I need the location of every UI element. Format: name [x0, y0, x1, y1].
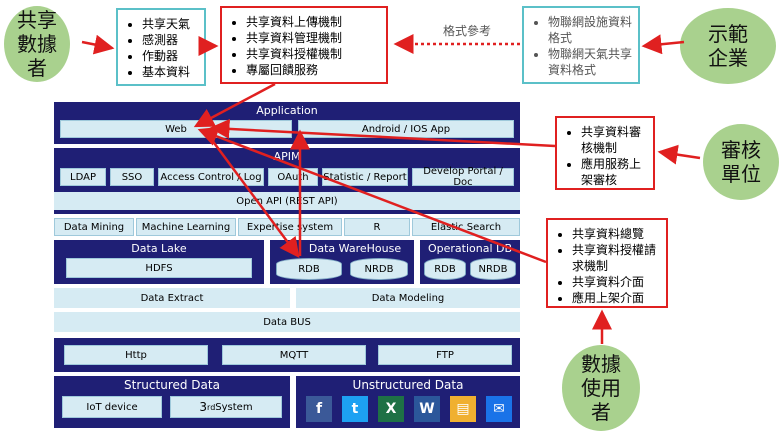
user-box: 共享資料總覽共享資料授權請求機制共享資料介面應用上架介面 — [546, 218, 668, 308]
develop-portal-chip: Develop Portal / Doc — [412, 166, 514, 188]
data-sharer-label: 共享 數據 者 — [17, 8, 57, 80]
statistic-report-chip: Statistic / Report — [322, 168, 408, 186]
third-suffix: rd — [207, 402, 216, 412]
operational-nrdb-cylinder: NRDB — [470, 258, 516, 280]
warehouse-rdb-cylinder: RDB — [276, 258, 342, 280]
data-lake-panel: Data Lake HDFS — [54, 240, 264, 284]
data-types-list: 共享天氣感測器作動器基本資料 — [126, 16, 198, 80]
data-bus-band: Data BUS — [54, 312, 520, 332]
operational-rdb-cylinder: RDB — [424, 258, 466, 280]
arrow-enterprise-to-formats — [641, 34, 685, 55]
structured-data-title: Structured Data — [124, 378, 220, 392]
data-user-label: 數據 使用 者 — [581, 352, 621, 424]
application-title: Application — [256, 104, 318, 117]
data-types-box: 共享天氣感測器作動器基本資料 — [116, 8, 206, 86]
user-list: 共享資料總覽共享資料授權請求機制共享資料介面應用上架介面 — [556, 226, 660, 306]
format-reference-label: 格式參考 — [443, 24, 492, 38]
demo-enterprise-blob: 示範 企業 — [680, 8, 776, 84]
machine-learning-chip: Machine Learning — [136, 218, 236, 236]
facebook-icon: f — [306, 396, 332, 422]
review-unit-label: 審核 單位 — [721, 138, 761, 186]
mechanism-item: 共享資料上傳機制 — [246, 14, 380, 30]
sso-chip: SSO — [110, 168, 154, 186]
word-icon: W — [414, 396, 440, 422]
review-item: 應用服務上架審核 — [581, 156, 647, 188]
data-warehouse-title: Data WareHouse — [308, 242, 402, 255]
review-item: 共享資料審核機制 — [581, 124, 647, 156]
operational-db-panel: Operational DB RDB NRDB — [420, 240, 520, 284]
expertise-system-chip: Expertise system — [238, 218, 342, 236]
mail-icon: ✉ — [486, 396, 512, 422]
formats-list: 物聯網設施資料格式物聯網天氣共享資料格式 — [532, 14, 632, 78]
user-feature-item: 共享資料介面 — [572, 274, 660, 290]
mechanism-item: 共享資料授權機制 — [246, 46, 380, 62]
open-api-band: Open API (REST API) — [54, 192, 520, 210]
warehouse-nrdb-cylinder: NRDB — [350, 258, 408, 280]
review-unit-blob: 審核 單位 — [703, 124, 779, 200]
user-feature-item: 應用上架介面 — [572, 290, 660, 306]
data-user-blob: 數據 使用 者 — [562, 345, 640, 431]
formats-box: 物聯網設施資料格式物聯網天氣共享資料格式 — [522, 6, 640, 84]
data-modeling-band: Data Modeling — [296, 288, 520, 308]
web-chip[interactable]: Web — [60, 120, 292, 138]
twitter-icon: t — [342, 396, 368, 422]
data-type-item: 共享天氣 — [142, 16, 198, 32]
mechanisms-box: 共享資料上傳機制共享資料管理機制共享資料授權機制專屬回饋服務 — [220, 6, 388, 84]
mechanisms-list: 共享資料上傳機制共享資料管理機制共享資料授權機制專屬回饋服務 — [230, 14, 380, 78]
ftp-chip: FTP — [378, 345, 512, 365]
excel-icon: X — [378, 396, 404, 422]
iot-device-chip: IoT device — [62, 396, 162, 418]
folder-icon: ▤ — [450, 396, 476, 422]
arrow-web-to-rdb — [204, 131, 300, 259]
protocols-layer: Http MQTT FTP — [54, 338, 520, 372]
third-number: 3 — [199, 400, 208, 414]
r-chip: R — [344, 218, 410, 236]
data-type-item: 基本資料 — [142, 64, 198, 80]
third-word: System — [215, 401, 253, 413]
arrow-user-to-web — [197, 126, 547, 264]
review-box: 共享資料審核機制應用服務上架審核 — [555, 116, 655, 190]
review-list: 共享資料審核機制應用服務上架審核 — [565, 124, 647, 188]
data-type-item: 作動器 — [142, 48, 198, 64]
hdfs-chip: HDFS — [66, 258, 252, 278]
mechanism-item: 共享資料管理機制 — [246, 30, 380, 46]
arrow-review-to-web — [209, 118, 556, 148]
mqtt-chip: MQTT — [222, 345, 366, 365]
apim-layer: APIM LDAP SSO Access Control / Log OAuth… — [54, 148, 520, 214]
ldap-chip: LDAP — [60, 168, 106, 186]
format-item: 物聯網天氣共享資料格式 — [548, 46, 632, 78]
data-extract-band: Data Extract — [54, 288, 290, 308]
arrow-sharer-to-types — [81, 34, 115, 55]
format-item: 物聯網設施資料格式 — [548, 14, 632, 46]
data-sharer-blob: 共享 數據 者 — [4, 6, 70, 82]
data-lake-title: Data Lake — [131, 242, 187, 255]
demo-enterprise-label: 示範 企業 — [708, 22, 748, 70]
unstructured-data-title: Unstructured Data — [352, 378, 464, 392]
data-mining-chip: Data Mining — [54, 218, 134, 236]
user-feature-item: 共享資料授權請求機制 — [572, 242, 660, 274]
arrow-mechanisms-to-web — [193, 82, 276, 128]
arrow-review-blob-to-box — [657, 144, 701, 165]
oauth-chip: OAuth — [268, 168, 318, 186]
mechanism-item: 專屬回饋服務 — [246, 62, 380, 78]
user-feature-item: 共享資料總覽 — [572, 226, 660, 242]
operational-db-title: Operational DB — [427, 242, 513, 255]
application-layer: Application Web Android / IOS App — [54, 102, 520, 144]
http-chip: Http — [64, 345, 208, 365]
data-type-item: 感測器 — [142, 32, 198, 48]
